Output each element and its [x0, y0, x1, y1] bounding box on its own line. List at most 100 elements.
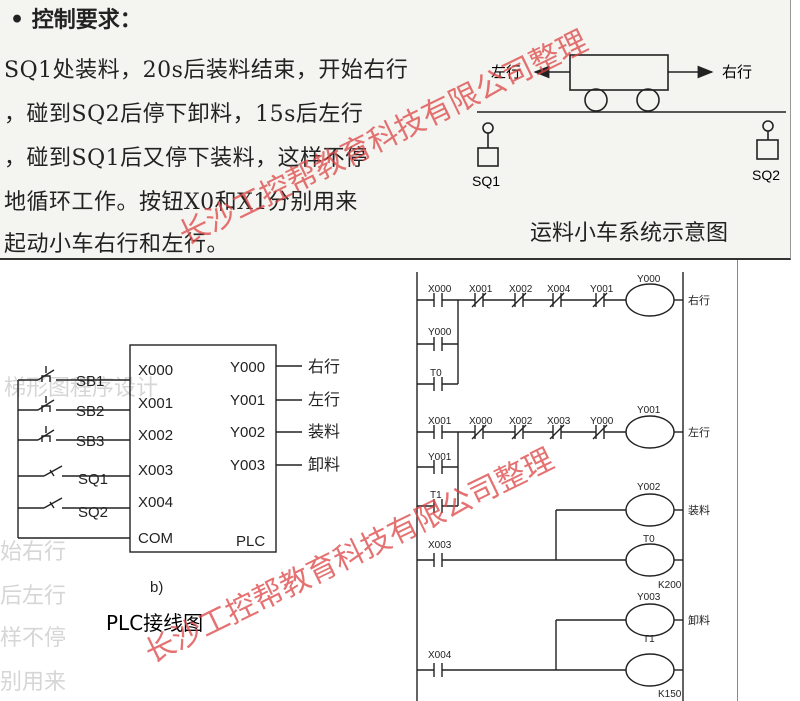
output-label-left: 左行 — [308, 391, 340, 409]
figure-sub-label: b) — [150, 579, 163, 596]
contact-label: X000 — [428, 284, 452, 295]
plc-diagrams-panel — [0, 260, 738, 701]
contact-label: T1 — [430, 490, 442, 501]
nc-contact-symbol — [511, 292, 527, 308]
coil-function-label: 装料 — [688, 503, 710, 517]
sq1-input-label: SQ1 — [78, 471, 108, 488]
nc-contact-symbol — [592, 292, 608, 308]
timer-preset: K150 — [658, 689, 682, 700]
sq2-label: SQ2 — [752, 167, 780, 183]
contact-label: X000 — [469, 416, 493, 427]
sq1-sensor-body — [477, 147, 499, 167]
terminal-com: COM — [138, 530, 173, 547]
sq2-sensor-body — [756, 139, 779, 160]
no-contact-symbol — [433, 663, 443, 677]
contact-label: X002 — [509, 284, 533, 295]
requirement-line: 起动小车右行和左行。 — [4, 232, 230, 257]
ghost-text: 别用来 — [0, 670, 67, 695]
left-direction-label: 左行 — [491, 63, 521, 81]
input-wire-x004 — [18, 497, 130, 509]
no-contact-symbol — [433, 553, 443, 567]
contact-label: Y001 — [590, 284, 614, 295]
coil-function-label: 卸料 — [688, 613, 710, 627]
terminal-y003: Y003 — [230, 457, 265, 474]
requirement-line: 地循环工作。按钮X0和X1分别用来 — [4, 190, 358, 215]
contact-label: X001 — [428, 416, 452, 427]
no-contact-symbol — [433, 293, 443, 307]
cart-diagram — [477, 54, 786, 167]
coil-label: T1 — [643, 634, 655, 645]
coil-t0 — [625, 543, 675, 577]
no-contact-symbol — [433, 377, 443, 391]
plc-label: PLC — [236, 533, 265, 550]
coil-function-label: 右行 — [688, 293, 710, 307]
sq2-sensor-head — [762, 120, 774, 132]
input-wire-x001 — [18, 396, 130, 412]
nc-contact-symbol — [471, 292, 487, 308]
requirement-line: ，碰到SQ1后又停下装料，这样不停 — [4, 146, 368, 171]
input-wire-x002 — [18, 426, 130, 442]
sb3-label: SB3 — [76, 433, 104, 450]
cart-wheel — [584, 88, 608, 112]
terminal-y001: Y001 — [230, 392, 265, 409]
terminal-y000: Y000 — [230, 359, 265, 376]
terminal-y002: Y002 — [230, 424, 265, 441]
coil-label: Y002 — [637, 482, 661, 493]
right-direction-label: 右行 — [722, 63, 752, 81]
sq2-input-label: SQ2 — [78, 504, 108, 521]
nc-contact-symbol — [549, 424, 565, 440]
contact-label: X004 — [547, 284, 571, 295]
sq1-label: SQ1 — [472, 173, 500, 189]
requirements-heading: • 控制要求： — [10, 7, 142, 33]
output-label-right: 右行 — [308, 358, 340, 376]
control-requirements-panel — [0, 0, 791, 260]
no-contact-symbol — [433, 499, 443, 513]
plc-wiring-caption: PLC接线图 — [106, 611, 203, 635]
plc-box — [129, 344, 277, 553]
coil-t1 — [625, 653, 675, 687]
no-contact-symbol — [433, 337, 443, 351]
contact-label: T0 — [430, 368, 442, 379]
contact-label: X003 — [428, 540, 452, 551]
requirement-line: SQ1处装料，20s后装料结束，开始右行 — [4, 58, 409, 83]
no-contact-symbol — [433, 425, 443, 439]
coil-label: Y000 — [637, 274, 661, 285]
timer-preset: K200 — [658, 580, 682, 591]
sb1-label: SB1 — [76, 373, 104, 390]
input-wire-x000 — [18, 366, 130, 382]
coil-y003 — [625, 603, 675, 637]
ghost-text: 样不停 — [0, 626, 67, 651]
input-wire-x003 — [18, 465, 130, 477]
sb2-label: SB2 — [76, 403, 104, 420]
ghost-text: 始右行 — [0, 540, 67, 565]
output-label-unload: 卸料 — [308, 456, 340, 474]
terminal-x003: X003 — [138, 462, 173, 479]
ladder-diagram — [416, 272, 684, 701]
nc-contact-symbol — [471, 424, 487, 440]
nc-contact-symbol — [592, 424, 608, 440]
coil-y000 — [625, 283, 675, 317]
coil-y002 — [625, 493, 675, 527]
ghost-text: 后左行 — [0, 584, 67, 609]
requirement-line: ，碰到SQ2后停下卸料，15s后左行 — [4, 102, 364, 127]
terminal-x004: X004 — [138, 494, 173, 511]
contact-label: Y000 — [428, 327, 452, 338]
contact-label: X003 — [547, 416, 571, 427]
contact-label: X004 — [428, 650, 452, 661]
plc-wiring-diagram — [17, 344, 302, 553]
coil-function-label: 左行 — [688, 426, 710, 439]
output-label-load: 装料 — [308, 423, 340, 441]
terminal-x001: X001 — [138, 395, 173, 412]
contact-label: X002 — [509, 416, 533, 427]
coil-label: T0 — [643, 534, 655, 545]
contact-label: Y000 — [590, 416, 614, 427]
nc-contact-symbol — [511, 424, 527, 440]
coil-label: Y001 — [637, 405, 661, 416]
contact-label: Y001 — [428, 452, 452, 463]
terminal-x000: X000 — [138, 362, 173, 379]
coil-y001 — [625, 415, 675, 449]
contact-label: X001 — [469, 284, 493, 295]
nc-contact-symbol — [549, 292, 565, 308]
cart-diagram-caption: 运料小车系统示意图 — [530, 221, 729, 246]
